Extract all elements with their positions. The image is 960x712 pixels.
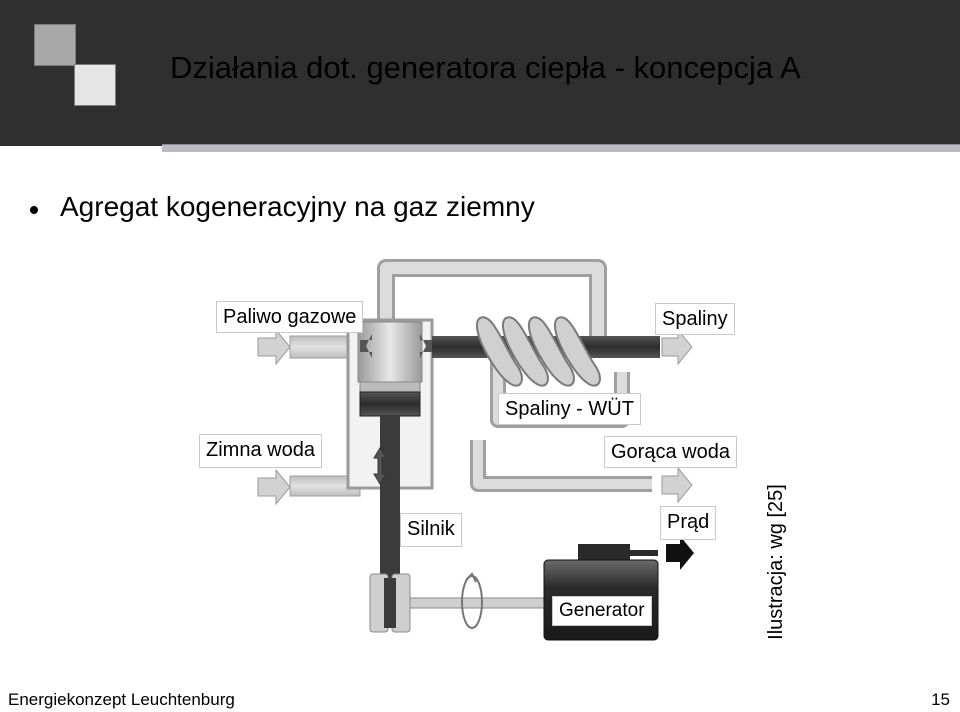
cold-water-in-arrow-icon	[257, 468, 291, 506]
intake-valve-icon	[360, 334, 372, 358]
bullet-dot-icon	[30, 206, 38, 214]
label-exhaust: Spaliny	[655, 303, 735, 335]
header-underline	[162, 144, 960, 152]
slide-title: Działania dot. generatora ciepła - konce…	[170, 50, 801, 85]
rotation-icon	[461, 572, 483, 629]
label-power: Prąd	[660, 506, 717, 540]
power-out-arrow-icon	[666, 536, 694, 570]
flywheel	[369, 573, 411, 633]
label-exhaust-hx: Spaliny - WÜT	[498, 393, 641, 425]
logo-square-dark	[34, 24, 76, 66]
label-fuel: Paliwo gazowe	[216, 301, 364, 333]
exhaust-loop-pipe	[377, 259, 607, 352]
drive-shaft	[409, 597, 551, 609]
footer-org: Energiekonzept Leuchtenburg	[8, 690, 235, 709]
exhaust-valve-icon	[420, 334, 432, 358]
label-generator: Generator	[552, 596, 652, 626]
label-hot-water: Gorąca woda	[604, 436, 737, 468]
header-band	[0, 0, 960, 146]
exhaust-out-arrow-icon	[661, 328, 693, 366]
label-engine: Silnik	[400, 513, 462, 547]
label-cold-water: Zimna woda	[199, 434, 322, 468]
logo-square-light	[74, 64, 116, 106]
heat-exchanger-coil	[475, 316, 601, 387]
piston-motion-arrow-icon	[373, 447, 387, 485]
fuel-in-arrow-icon	[257, 328, 291, 366]
illustration-credit: Ilustracja: wg [25]	[765, 484, 787, 640]
page-number: 15	[931, 690, 950, 709]
hot-water-out-arrow-icon	[661, 466, 693, 504]
bullet-text: Agregat kogeneracyjny na gaz ziemny	[60, 191, 535, 222]
